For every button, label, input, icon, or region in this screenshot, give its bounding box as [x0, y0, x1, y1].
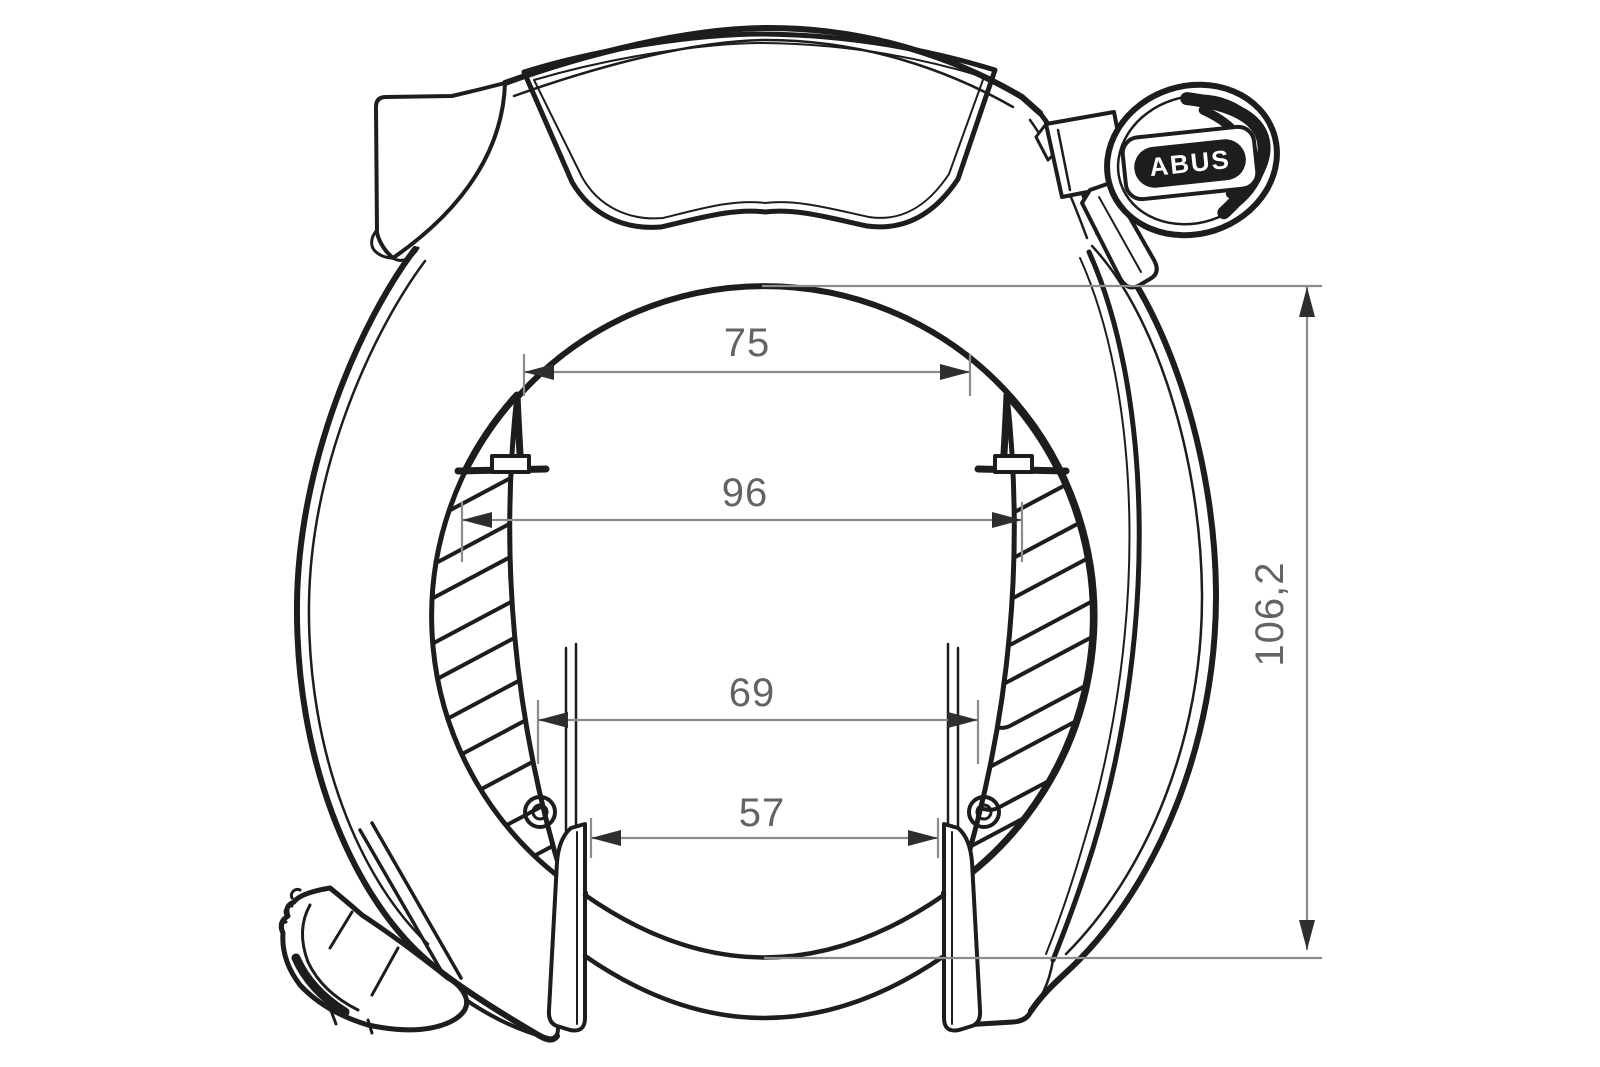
lock-body: ABUS [278, 24, 1280, 1043]
cylinder-shell-ridges [278, 887, 302, 934]
left-foot-bottom-edge [450, 988, 560, 1041]
dim-96-arrow-left [462, 512, 492, 528]
right-rivet-inner [975, 803, 993, 821]
saddle-recess-outer [521, 31, 998, 230]
right-arm-inner-edge [1064, 244, 1204, 956]
left-crescent-outline [429, 392, 566, 883]
dimension-width-upper: 96 [460, 471, 1024, 562]
dimension-annotations: 75 96 69 57 [460, 284, 1322, 960]
right-arm-band-inner [1045, 257, 1131, 955]
left-arm-inner-edge [307, 259, 430, 946]
dim-57-arrow-right [908, 830, 938, 846]
left-channel-plate [546, 822, 587, 1033]
body-top-inner-edge [512, 38, 1015, 109]
right-crescent-tab [993, 454, 1034, 474]
left-leg-lines [358, 821, 463, 988]
right-channel-plate [942, 822, 983, 1033]
right-arm-band-edge [1050, 249, 1142, 963]
dim-75-arrow-left [524, 364, 554, 380]
left-flap [374, 81, 507, 260]
dim-69-label: 69 [729, 671, 776, 715]
cylinder-shell-ticks [328, 910, 400, 1035]
cylinder-shell-thick-band [291, 953, 350, 1017]
left-shoulder-line [391, 246, 420, 262]
dim-69-ticks [536, 700, 980, 764]
dim-69-arrow-left [538, 712, 568, 728]
left-flap-notch [370, 228, 395, 260]
dim-96-ticks [460, 502, 1024, 562]
abus-logo: ABUS [1120, 124, 1260, 202]
saddle-recess-inner [533, 42, 985, 220]
right-arm-outer-edge [1028, 230, 1220, 1014]
lock-cylinder-housing [278, 885, 470, 1035]
dimension-width-lower: 69 [536, 671, 980, 764]
left-crescent-tab [490, 454, 531, 474]
dim-106-arrow-up [1299, 287, 1315, 317]
key-shaft-line [1056, 128, 1072, 192]
dim-96-label: 96 [722, 471, 769, 515]
left-louver-panel [429, 391, 566, 883]
key-blade-stripe [1098, 196, 1142, 273]
dimension-width-bottom: 57 [589, 791, 940, 858]
dimension-height-overall: 106,2 [762, 284, 1322, 960]
cylinder-shell-inner-arc [301, 903, 360, 1012]
right-rivet-outer [967, 795, 1001, 829]
dim-57-label: 57 [739, 791, 786, 835]
key: ABUS [1034, 81, 1280, 290]
dim-69-arrow-right [948, 712, 978, 728]
shackle-bolt-bottom-edge [582, 953, 947, 1021]
dim-75-ticks [522, 354, 972, 396]
dim-96-arrow-right [992, 512, 1022, 528]
dimension-width-top: 75 [522, 321, 972, 396]
abus-logo-pill [1134, 139, 1246, 188]
right-foot-inner-line [1028, 958, 1055, 1014]
left-rivet-outer [523, 795, 557, 829]
dim-106-label: 106,2 [1248, 561, 1292, 666]
dim-75-arrow-right [940, 364, 970, 380]
dim-106-arrow-down [1299, 920, 1315, 950]
dim-75-label: 75 [724, 321, 771, 365]
left-rivet-inner [531, 803, 549, 821]
shackle-bolt-top-edge [582, 892, 947, 960]
dim-57-arrow-left [591, 830, 621, 846]
